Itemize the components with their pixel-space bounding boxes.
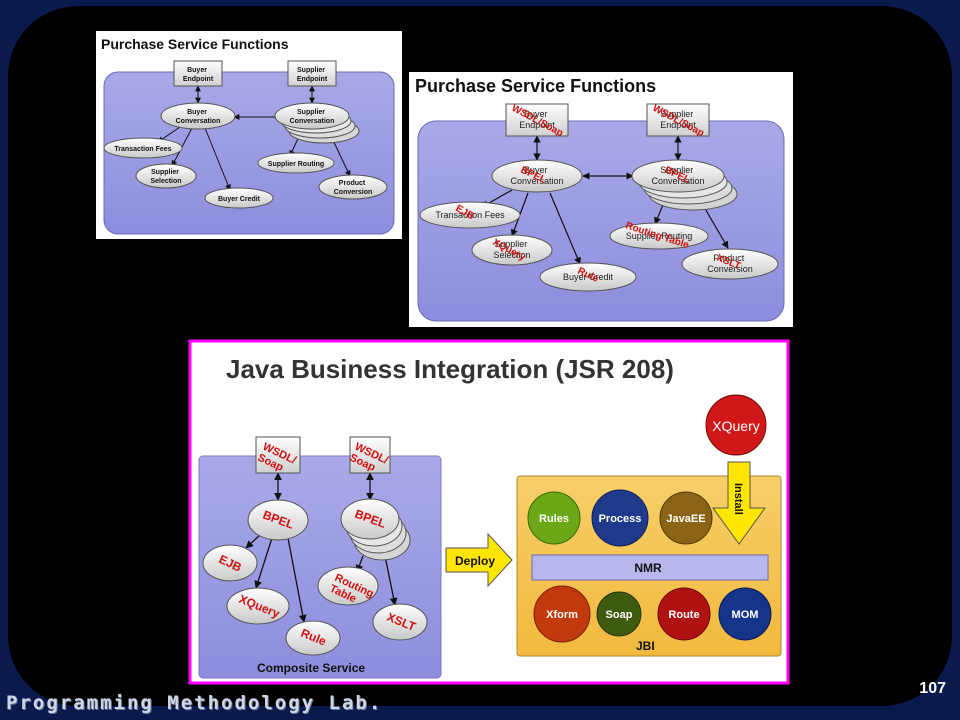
d2-buyer-endpoint-box — [505, 103, 569, 137]
buyer-endpoint-box — [173, 60, 223, 87]
d2-buyer-credit-label: Buyer Credit — [563, 272, 614, 282]
jbi-component-mom: MOM — [718, 587, 772, 641]
d3-xslt-node — [372, 603, 428, 641]
d2-buyer-conversation-node — [491, 159, 583, 193]
buyer-credit-label: Buyer Credit — [218, 196, 261, 203]
d2-supplier-conversation-node — [631, 159, 725, 193]
diagram-1-title: Purchase Service Functions — [101, 36, 289, 52]
svg-text:Process: Process — [599, 513, 642, 525]
d2-supplier-selection-label: Supplier Selection — [493, 239, 530, 260]
d2-supplier-selection-node — [471, 234, 553, 266]
jbi-component-xform: Xform — [533, 585, 591, 643]
d3-xquery-node — [226, 587, 290, 625]
d3-wsdl-soap-1-box — [255, 436, 301, 474]
svg-text:Soap: Soap — [606, 609, 633, 621]
xquery-component — [705, 394, 767, 456]
deploy-arrow — [445, 532, 513, 588]
d2-transaction-fees-label: Transaction Fees — [435, 210, 505, 220]
jbi-component-route: Route — [657, 587, 711, 641]
d2-supplier-routing-node — [609, 222, 709, 250]
product-conversion-label: Product Conversion — [334, 180, 373, 196]
d3-bpel-2-node — [340, 498, 400, 540]
jbi-component-rules: Rules — [527, 491, 581, 545]
diagram-1: Purchase Service Functions Buyer Endpoin… — [96, 31, 402, 239]
buyer-conversation-label: Buyer Conversation — [176, 109, 221, 125]
buyer-conversation-node — [160, 102, 236, 130]
supplier-routing-node — [257, 152, 335, 174]
diagram-3-title: Java Business Integration (JSR 208) — [226, 354, 674, 384]
xquery-component-label: XQuery — [712, 418, 759, 434]
install-arrow — [712, 461, 766, 545]
jbi-label: JBI — [636, 639, 655, 653]
diagram-2: Purchase Service Functions Buyer Endpoin… — [409, 72, 793, 327]
jbi-component-process: Process — [591, 489, 649, 547]
supplier-conversation-label: Supplier Conversation — [290, 109, 335, 125]
supplier-endpoint-label: Supplier Endpoint — [297, 67, 328, 83]
d2-supplier-conversation-label: Supplier Conversation — [651, 165, 704, 186]
jbi-component-soap: Soap — [596, 591, 642, 637]
composite-service-label: Composite Service — [257, 661, 365, 675]
nmr-bar — [531, 554, 769, 581]
d3-bpel-1-node — [247, 499, 309, 541]
jbi-top-components: Rules Process JavaEE — [527, 489, 713, 547]
transaction-fees-label: Transaction Fees — [114, 146, 171, 153]
svg-text:Route: Route — [668, 609, 699, 621]
svg-text:MOM: MOM — [732, 609, 759, 621]
d2-transaction-fees-node — [419, 201, 521, 229]
d2-supplier-routing-label: Supplier Routing — [626, 231, 693, 241]
jbi-component-javaee: JavaEE — [659, 491, 713, 545]
supplier-endpoint-box — [287, 60, 337, 87]
footer-lab-name: Programming Methodology Lab. — [6, 692, 383, 714]
deploy-label: Deploy — [455, 554, 495, 568]
d3-routing-table-node — [317, 566, 379, 606]
svg-text:JavaEE: JavaEE — [666, 513, 705, 525]
jbi-bottom-components: Xform Soap Route MOM — [533, 585, 772, 643]
d2-buyer-credit-node — [539, 262, 637, 292]
d2-buyer-endpoint-label: Buyer Endpoint — [519, 109, 555, 130]
install-label: Install — [732, 483, 744, 515]
svg-text:Rules: Rules — [539, 513, 569, 525]
d3-ejb-node — [202, 544, 258, 582]
transaction-fees-node — [103, 137, 183, 159]
buyer-credit-node — [204, 187, 274, 209]
supplier-selection-node — [135, 163, 197, 189]
d2-supplier-endpoint-box — [646, 103, 710, 137]
supplier-selection-label: Supplier Selection — [150, 169, 181, 185]
supplier-routing-label: Supplier Routing — [268, 161, 324, 168]
d2-product-conversion-label: Product Conversion — [707, 253, 753, 274]
nmr-label: NMR — [634, 561, 662, 575]
page-number: 107 — [919, 680, 946, 697]
d3-rule-node — [285, 620, 341, 656]
d2-buyer-conversation-label: Buyer Conversation — [510, 165, 563, 186]
d2-supplier-endpoint-label: Supplier Endpoint — [660, 109, 696, 130]
supplier-conversation-node — [274, 102, 350, 130]
product-conversion-node — [318, 174, 388, 200]
svg-text:Xform: Xform — [546, 609, 578, 621]
d3-wsdl-soap-2-box — [349, 436, 391, 474]
diagram-2-title: Purchase Service Functions — [415, 76, 656, 96]
d2-product-conversion-node — [681, 248, 779, 280]
buyer-endpoint-label: Buyer Endpoint — [183, 67, 214, 83]
diagram-3: Java Business Integration (JSR 208) Comp… — [188, 339, 790, 685]
